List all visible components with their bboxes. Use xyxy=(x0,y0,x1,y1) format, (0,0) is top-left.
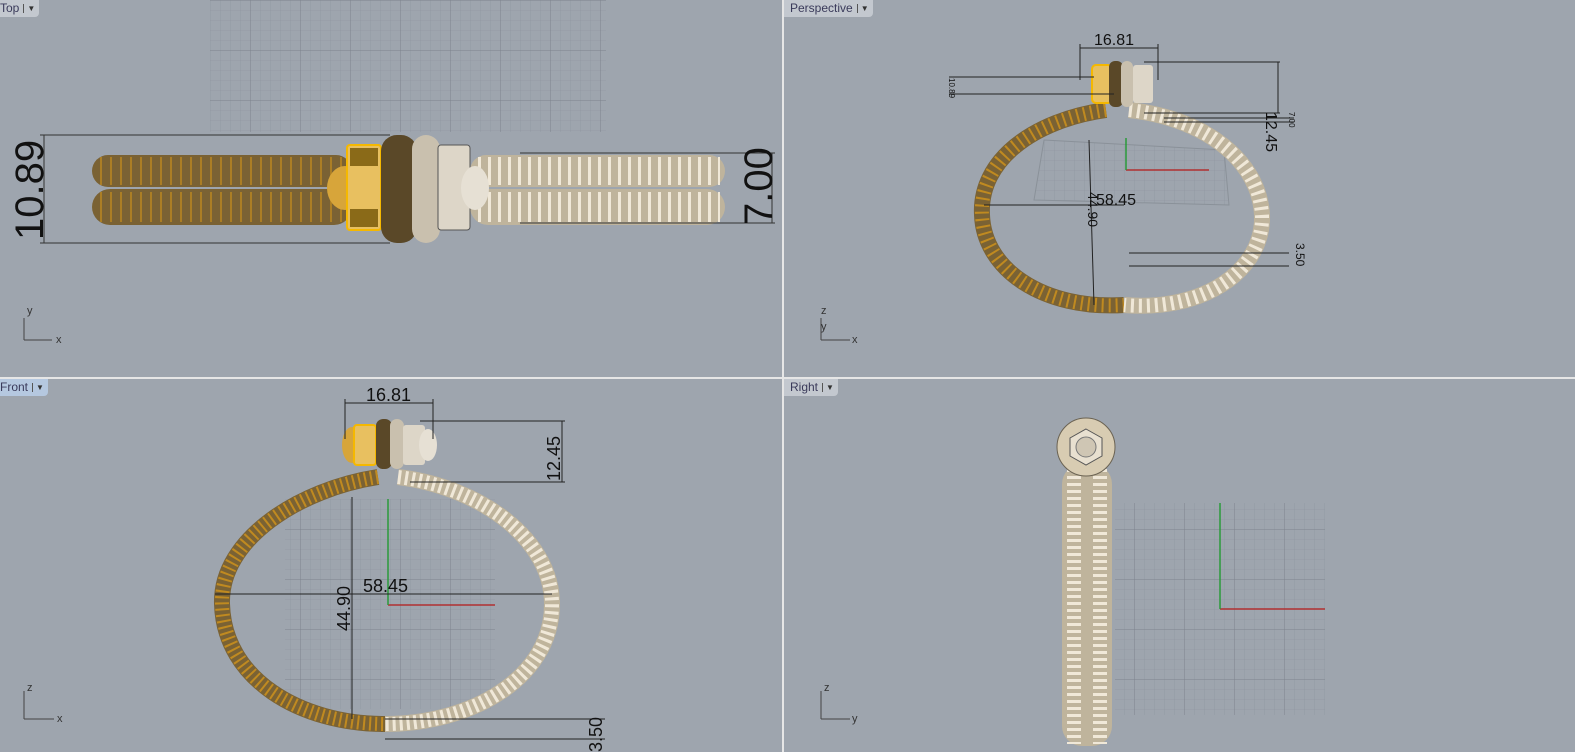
dimension-height xyxy=(40,134,775,244)
construction-grid xyxy=(210,0,606,132)
right-view-canvas[interactable]: z y xyxy=(784,379,1575,752)
axis-label-z: z xyxy=(824,682,830,694)
dropdown-arrow-icon[interactable]: ▼ xyxy=(856,3,869,13)
dim-16-81: 16.81 xyxy=(1094,32,1134,49)
viewport-top[interactable]: 10.89 7.00 y x Top▼ xyxy=(0,0,782,377)
viewport-tab-perspective[interactable]: Perspective▼ xyxy=(784,0,873,17)
dim-7-00: 7.00 xyxy=(1287,112,1296,128)
axis-label-y: y xyxy=(852,713,858,725)
dim-10-89: 10.89 xyxy=(8,140,52,240)
dim-16-81: 16.81 xyxy=(366,385,411,405)
viewport-title: Right xyxy=(790,380,819,394)
front-view-canvas[interactable]: 16.81 12.45 58.45 44.90 3.50 z x xyxy=(0,379,782,752)
axis-label-x: x xyxy=(57,713,63,725)
top-view-canvas[interactable]: 10.89 7.00 y x xyxy=(0,0,782,377)
dimension-lines xyxy=(215,399,605,740)
bracelet-top-view xyxy=(92,135,725,243)
viewport-front[interactable]: 16.81 12.45 58.45 44.90 3.50 z x Front▼ xyxy=(0,379,782,752)
viewport-perspective[interactable]: 16.81 12.45 10.89 7.00 58.45 44.90 3.50 … xyxy=(784,0,1575,377)
dim-58-45: 58.45 xyxy=(363,576,408,596)
axis-label-x: x xyxy=(852,334,858,346)
axis-label-z: z xyxy=(27,682,33,694)
construction-grid xyxy=(285,499,495,709)
axis-label-y: y xyxy=(27,305,33,317)
dropdown-arrow-icon[interactable]: ▼ xyxy=(23,3,35,13)
dropdown-arrow-icon[interactable]: ▼ xyxy=(32,382,44,392)
dim-12-45: 12.45 xyxy=(544,436,564,481)
viewport-tab-right[interactable]: Right▼ xyxy=(784,379,838,396)
axis-label-y: y xyxy=(821,321,827,333)
dim-3-50: 3.50 xyxy=(1293,243,1307,267)
axis-label-z: z xyxy=(821,305,827,317)
construction-grid xyxy=(1033,139,1230,206)
dim-44-90: 44.90 xyxy=(1085,192,1101,227)
viewport-tab-top[interactable]: Top▼ xyxy=(0,0,40,17)
perspective-view-canvas[interactable]: 16.81 12.45 10.89 7.00 58.45 44.90 3.50 … xyxy=(784,0,1575,377)
dim-10-89: 10.89 xyxy=(947,78,956,99)
dim-44-90: 44.90 xyxy=(334,586,354,631)
dim-12-45: 12.45 xyxy=(1262,112,1279,152)
dim-7-00: 7.00 xyxy=(737,147,781,225)
bracelet-right-view xyxy=(1056,417,1116,746)
bracelet-front-view xyxy=(213,419,561,732)
axis-label-x: x xyxy=(56,334,62,346)
viewport-title: Perspective xyxy=(790,1,853,15)
viewport-tab-front[interactable]: Front▼ xyxy=(0,379,48,396)
viewport-title: Front xyxy=(0,380,29,394)
axes-icon xyxy=(23,318,52,341)
dim-58-45: 58.45 xyxy=(1096,192,1136,209)
dim-3-50: 3.50 xyxy=(586,717,606,752)
bracelet-perspective xyxy=(973,61,1271,314)
viewport-title: Top xyxy=(0,1,20,15)
dropdown-arrow-icon[interactable]: ▼ xyxy=(822,382,834,392)
dimension-lines xyxy=(949,44,1294,306)
viewport-right[interactable]: z y Right▼ xyxy=(784,379,1575,752)
